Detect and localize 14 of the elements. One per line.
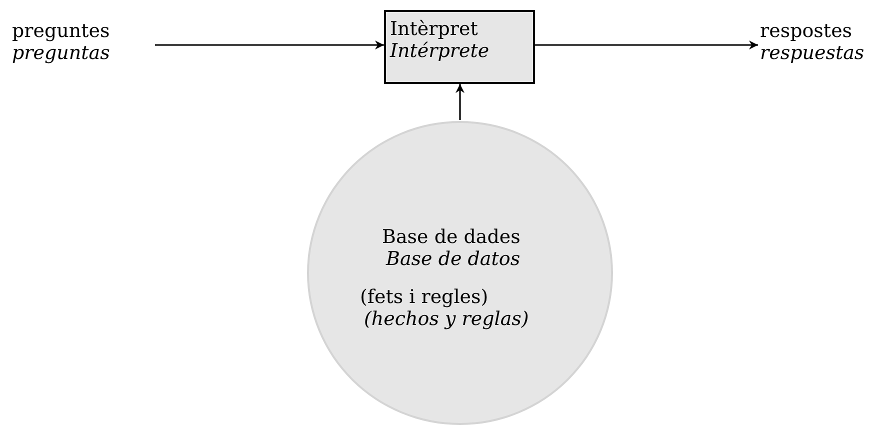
translation-text: Base de datos <box>386 248 522 270</box>
translation-text: Intérprete <box>390 40 490 62</box>
label-text: respostes <box>760 20 854 42</box>
translation-text: (hechos y reglas) <box>364 308 530 330</box>
label-text: Intèrpret <box>390 18 479 40</box>
arrow <box>535 40 758 50</box>
label-text: preguntes <box>12 20 111 42</box>
arrow <box>456 84 464 120</box>
arrow <box>155 40 384 50</box>
label-text: Base de dades <box>382 226 522 248</box>
process-box <box>384 10 535 84</box>
translation-text: respuestas <box>760 42 866 64</box>
label-text: (fets i regles) <box>360 286 490 308</box>
translation-text: preguntas <box>12 42 111 64</box>
